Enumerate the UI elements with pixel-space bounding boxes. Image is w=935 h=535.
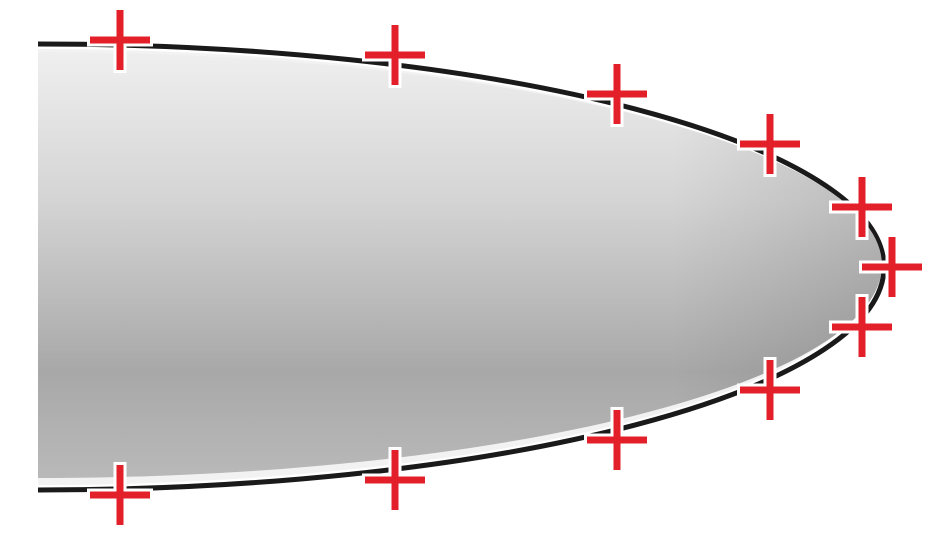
plus-icon: [859, 234, 925, 300]
plus-icon: [737, 357, 803, 423]
marker-layer: [87, 7, 925, 528]
plus-icon: [584, 61, 650, 127]
plus-icon: [362, 22, 428, 88]
ellipse-body-shade: [38, 52, 882, 478]
plus-icon: [829, 174, 895, 240]
plus-icon: [829, 294, 895, 360]
plus-icon: [87, 7, 153, 73]
plus-icon: [87, 462, 153, 528]
plus-icon: [362, 447, 428, 513]
plus-icon: [737, 111, 803, 177]
plus-icon: [584, 407, 650, 473]
